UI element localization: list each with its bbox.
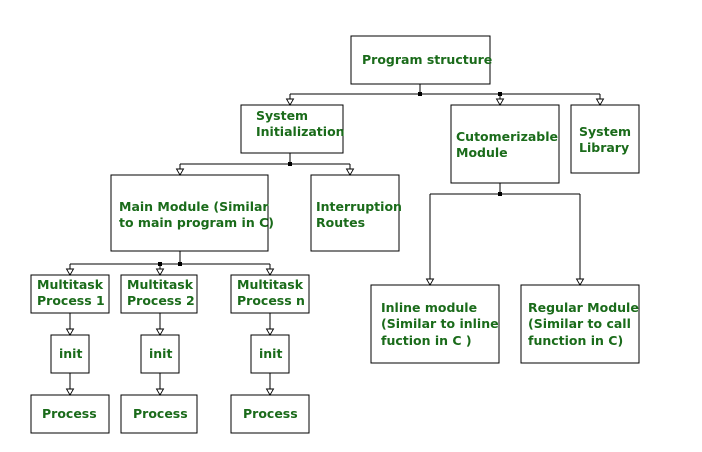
node-regular-module-box	[520, 284, 640, 364]
node-main-module-label: Main Module (Similar to main program in …	[119, 199, 274, 230]
node-init-n-label: init	[259, 346, 282, 361]
node-process-n-label: Process	[243, 406, 298, 421]
node-customizable-module-label: Cutomerizable Module	[456, 129, 562, 160]
node-init-2-label: init	[149, 346, 172, 361]
node-init-1-label: init	[59, 346, 82, 361]
node-inline-module-box	[370, 284, 500, 364]
node-system-initialization-box	[240, 104, 344, 154]
node-process-2-label: Process	[133, 406, 188, 421]
node-process-2-box	[120, 394, 198, 434]
connectors	[69, 84, 601, 390]
node-process-1-label: Process	[42, 406, 97, 421]
node-regular-module-label: Regular Module (Similar to call function…	[528, 300, 643, 348]
node-interruption-routes-box	[310, 174, 400, 252]
node-multitask-process-1-label: Multitask Process 1	[37, 277, 107, 308]
node-main-module-box	[110, 174, 269, 252]
node-system-initialization-label: System Initialization	[256, 108, 345, 139]
node-program-structure-label: Program structure	[362, 52, 492, 67]
node-customizable-module-box	[450, 104, 560, 184]
node-multitask-process-n-label: Multitask Process n	[237, 277, 307, 308]
node-system-library-box	[570, 104, 640, 174]
node-system-library-label: System Library	[579, 124, 635, 155]
node-process-1-box	[30, 394, 110, 434]
node-multitask-process-2-label: Multitask Process 2	[127, 277, 197, 308]
node-process-n-box	[230, 394, 310, 434]
node-init-1-box	[50, 334, 90, 374]
node-multitask-process-2-box	[120, 274, 198, 314]
junction-dots	[158, 92, 502, 266]
node-inline-module-label: Inline module (Similar to inline fuction…	[381, 300, 503, 348]
node-init-n-box	[250, 334, 290, 374]
node-program-structure-box	[350, 35, 491, 85]
arrowheads	[65, 98, 605, 396]
node-interruption-routes-label: Interruption Routes	[316, 199, 406, 230]
